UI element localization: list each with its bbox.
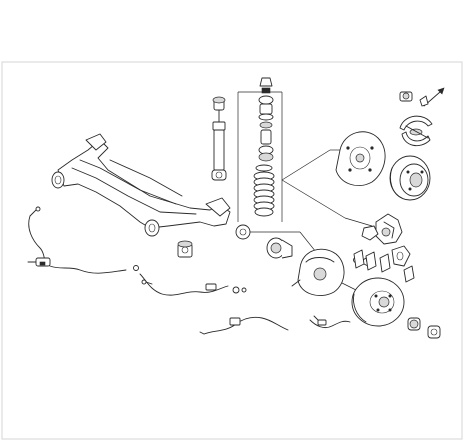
brake-shoes: [399, 115, 433, 147]
brake-hose: [199, 315, 351, 335]
brake-backing-plate: [335, 131, 386, 186]
rear-axle-beam: [51, 133, 231, 237]
small-hardware: [133, 87, 445, 294]
shock-absorber: [211, 96, 227, 181]
brake-backing-plate: [291, 248, 345, 296]
coil-spring: [253, 171, 275, 217]
brake-pads: [353, 249, 415, 283]
brake-drum: [389, 155, 431, 201]
strut-top-mount: [258, 77, 274, 162]
wheel-cylinder: [399, 91, 413, 102]
handbrake-cable: [139, 273, 229, 296]
diagram-frame: [1, 61, 463, 440]
small-hardware: [407, 317, 441, 339]
brake-disc: [351, 277, 405, 327]
brake-caliper: [361, 213, 411, 267]
abs-sensor-cable: [27, 206, 127, 274]
axle-bushing: [177, 240, 193, 258]
bump-stop: [255, 164, 273, 172]
wheel-bearing-hub: [235, 224, 293, 259]
